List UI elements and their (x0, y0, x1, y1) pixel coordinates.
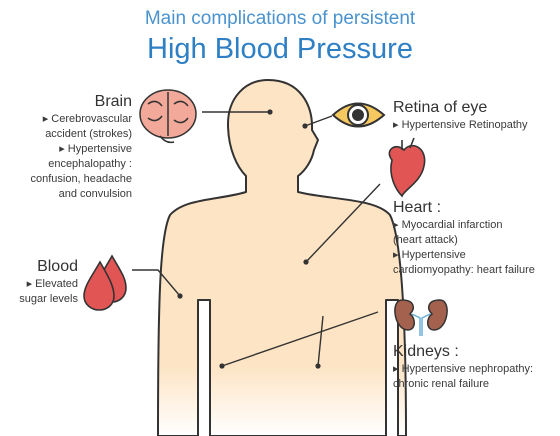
brain-line: and convulsion (58, 188, 132, 200)
blood-line: sugar levels (19, 293, 78, 305)
heart-heading: Heart : (393, 199, 442, 216)
brain-info: Brain ▸ Cerebrovascular accident (stroke… (10, 92, 132, 202)
blood-info: Blood ▸ Elevated sugar levels (10, 257, 78, 307)
brain-line: ▸ Cerebrovascular (42, 113, 132, 125)
eye-icon (331, 102, 386, 128)
kidneys-line: ▸ Hypertensive nephropathy: (393, 363, 534, 375)
heart-line: (heart attack) (393, 234, 458, 246)
kidneys-info: Kidneys : ▸ Hypertensive nephropathy: ch… (393, 342, 558, 392)
brain-line: ▸ Hypertensive (59, 143, 132, 155)
heart-icon (388, 137, 426, 198)
heart-info: Heart : ▸ Myocardial infarction (heart a… (393, 198, 558, 278)
title-line-1: Main complications of persistent (144, 8, 416, 29)
brain-line: encephalopathy : (48, 158, 132, 170)
connector-lines (132, 111, 381, 367)
blood-drop-icon (83, 254, 127, 311)
kidneys-line: chronic renal failure (393, 378, 489, 390)
heart-line: ▸ Hypertensive (393, 249, 466, 261)
human-body-silhouette (157, 79, 407, 436)
brain-line: accident (strokes) (45, 128, 132, 140)
brain-line: confusion, headache (30, 173, 132, 185)
blood-line: ▸ Elevated (26, 278, 78, 290)
heart-line: ▸ Myocardial infarction (393, 219, 503, 231)
kidneys-icon (394, 299, 448, 336)
brain-heading: Brain (94, 93, 132, 110)
retina-heading: Retina of eye (393, 99, 488, 116)
blood-heading: Blood (37, 258, 78, 275)
retina-line: ▸ Hypertensive Retinopathy (393, 119, 528, 131)
brain-icon (139, 89, 197, 144)
kidneys-heading: Kidneys : (393, 343, 459, 360)
heart-line: cardiomyopathy: heart failure (393, 264, 535, 276)
connector-dots (177, 109, 321, 369)
page-title: High Blood Pressure (147, 33, 413, 65)
retina-info: Retina of eye ▸ Hypertensive Retinopathy (393, 98, 558, 133)
